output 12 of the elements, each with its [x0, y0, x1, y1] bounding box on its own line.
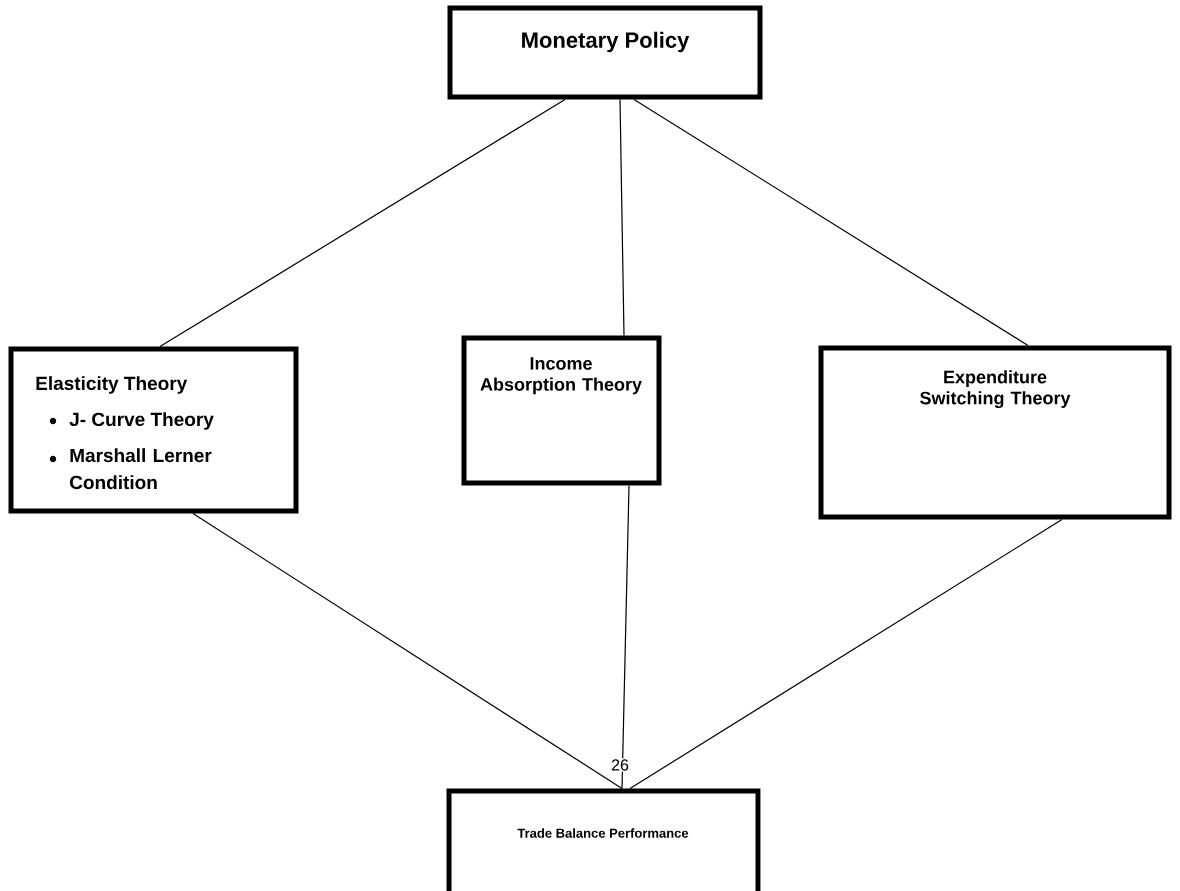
outcome-box: Trade Balance Performance — [446, 788, 761, 891]
connector-line — [192, 512, 623, 790]
connector-line — [159, 98, 566, 348]
connector-line — [619, 98, 625, 337]
page-number: 26 — [610, 758, 630, 772]
connector-line — [621, 484, 630, 790]
theory-box: Elasticity Theory J- Curve Theory Marshall Lerner Condition — [8, 346, 299, 514]
theory-box: Expenditure Switching Theory — [818, 345, 1172, 520]
policy-box: Monetary Policy — [447, 5, 763, 100]
connector-line — [633, 98, 1029, 347]
theory-box: Income Absorption Theory — [461, 335, 662, 486]
connector-line — [629, 518, 1063, 790]
